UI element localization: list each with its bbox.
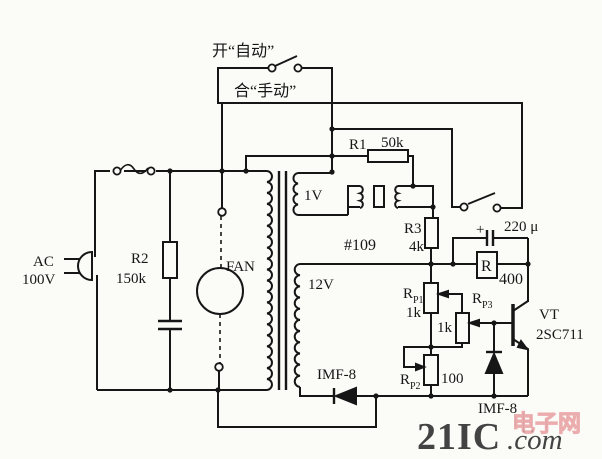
transistor-label: VT: [539, 307, 559, 323]
switch-manual-label: 合“手动”: [234, 82, 296, 100]
rp1-sub: P1: [413, 295, 424, 306]
wire-rp1-wiper: [445, 294, 462, 313]
diode2-triangle: [484, 351, 504, 374]
ac-voltage: 100V: [22, 272, 56, 288]
diode-main-label: IMF-8: [317, 367, 356, 383]
manual-box: [218, 68, 332, 103]
fan-motor-body: [197, 268, 243, 314]
secondary-1v-label: 1V: [304, 188, 323, 204]
rp3-label: R: [472, 291, 482, 307]
diode1-triangle: [333, 386, 357, 406]
rp2-label: R: [400, 372, 410, 388]
circuit-wires: [95, 56, 528, 427]
relay-coil-body: [477, 252, 497, 278]
wire-contact-feed-right: [332, 103, 522, 208]
wire-rp2-wiper: [404, 347, 431, 367]
wire-contact-feed-left: [332, 129, 460, 207]
watermark-tld: .com: [507, 424, 563, 456]
ac-label: AC: [33, 254, 54, 270]
contact-blade: [468, 193, 495, 204]
resistor-r2-body: [163, 242, 177, 278]
emitter-arrow: [516, 339, 530, 351]
r1-value: 50k: [381, 135, 404, 151]
resistor-r1-body: [368, 150, 408, 162]
secondary-12v-label: 12V: [308, 277, 334, 293]
rp2-wiper-arrow: [415, 362, 427, 372]
lamp-core: [374, 186, 384, 207]
fuse-wave: [120, 165, 148, 174]
relay-value: 400: [499, 271, 523, 288]
lamp-coil-right: [395, 186, 398, 208]
manual-switch-terminal-right: [294, 64, 301, 71]
rail-link: [218, 390, 376, 427]
rp3-value: 1k: [437, 320, 453, 336]
wire-mains-top: [95, 171, 110, 257]
relay-label: R: [481, 258, 492, 275]
rp3-wiper-arrow: [466, 318, 480, 328]
manual-switch-terminal-left: [268, 64, 275, 71]
junction-dots: [167, 126, 531, 399]
transistor-collector: [513, 301, 528, 311]
fan-label: FAN: [226, 259, 255, 275]
switch-auto-label: 开“自动”: [212, 42, 274, 60]
resistor-r3-body: [425, 218, 438, 248]
manual-switch-blade: [275, 56, 297, 66]
cap-value: 220 μ: [504, 219, 538, 235]
ac-plug-body: [78, 252, 92, 280]
wire-lamp-right: [398, 186, 433, 218]
cap-polarity: +: [476, 222, 484, 238]
r1-label: R1: [349, 137, 367, 153]
diode-protect-label: IMF-8: [478, 401, 517, 417]
rp1-wiper-arrow: [435, 289, 449, 299]
transformer-primary-coil: [267, 171, 272, 390]
wire-rp3-bottom: [431, 343, 462, 347]
resistor-rp3-body: [456, 313, 469, 343]
watermark-site-name: 电子网: [512, 411, 581, 436]
relay-contact-terminal-left: [460, 203, 467, 210]
lamp-label: #109: [344, 237, 376, 254]
resistor-rp2-body: [424, 355, 438, 385]
component-bodies: [64, 150, 530, 406]
wire-cap-left: [453, 238, 487, 264]
wire-12v-bottom: [300, 387, 334, 396]
ac-plug-prongs: [64, 259, 80, 273]
r3-label: R3: [404, 221, 422, 237]
wire-r1-right-drop: [408, 156, 413, 186]
rp2-value: 100: [441, 371, 464, 387]
resistor-rp1-body: [424, 283, 438, 313]
labels: 开“自动” 合“手动” AC 100V R2 150k FAN 1V 12V #…: [22, 42, 584, 417]
open-terminals: [113, 64, 500, 370]
fuse-terminal-right: [147, 167, 154, 174]
wire-lamp-left: [348, 186, 360, 215]
fan-link-terminal-top: [218, 208, 226, 216]
rp3-sub: P3: [482, 300, 493, 311]
watermark: 21IC .com 电子网: [417, 411, 581, 458]
relay-contact-terminal-right: [493, 204, 500, 211]
rp1-value: 1k: [406, 305, 422, 321]
rp2-sub: P2: [410, 381, 421, 392]
r2-value: 150k: [116, 271, 147, 287]
r3-value: 4k: [409, 239, 425, 255]
transistor-model: 2SC711: [536, 327, 584, 343]
watermark-brand: 21IC: [417, 416, 501, 458]
lamp-coil-left: [360, 186, 363, 208]
fuse-terminal-left: [113, 167, 120, 174]
fan-link-terminal-bottom: [215, 363, 223, 371]
rp1-label: R: [403, 286, 413, 302]
wire-primary-feed: [246, 156, 368, 171]
transformer-12v-coil: [295, 264, 300, 387]
r2-label: R2: [131, 251, 149, 267]
transformer-1v-coil: [293, 173, 298, 215]
